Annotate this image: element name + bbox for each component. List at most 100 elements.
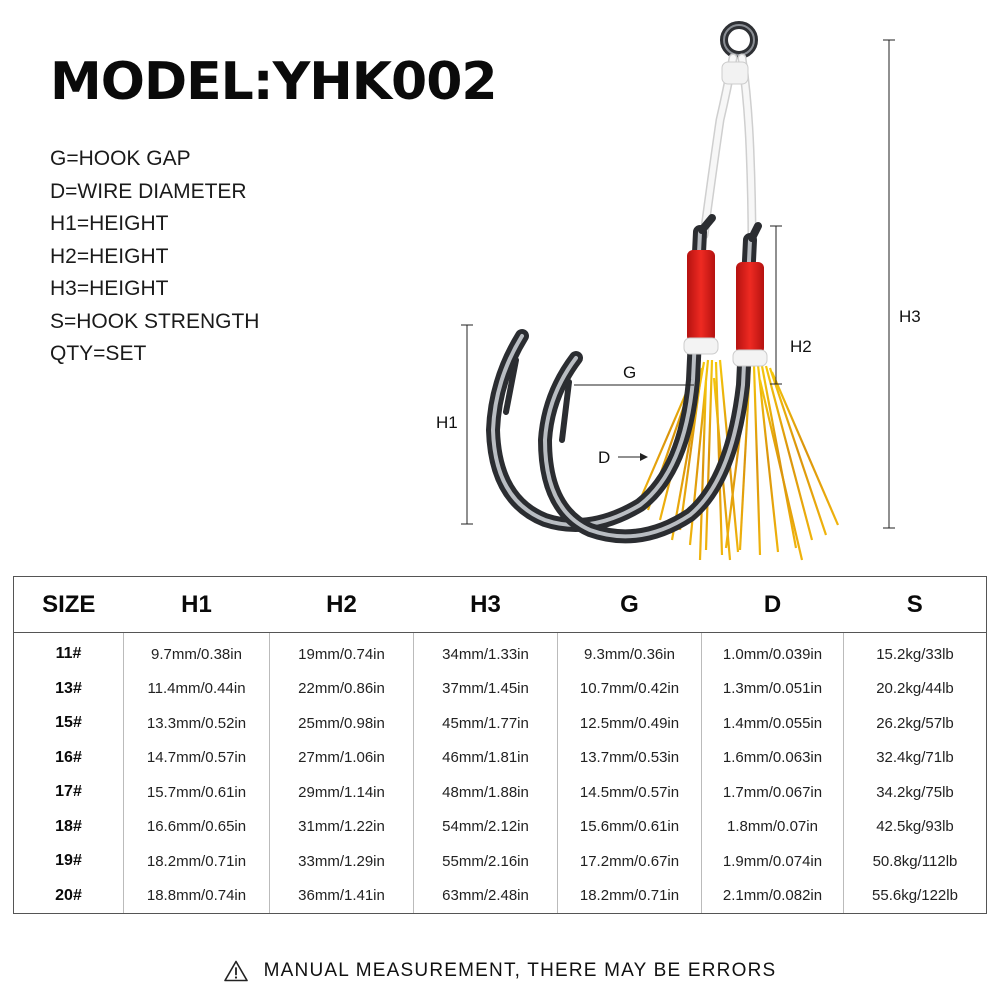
cell-g: 18.2mm/0.71in bbox=[557, 878, 702, 914]
cell-size: 16# bbox=[13, 740, 124, 775]
cell-h2: 29mm/1.14in bbox=[269, 775, 414, 810]
header-h1: H1 bbox=[123, 576, 270, 633]
cell-size: 15# bbox=[13, 706, 124, 741]
size-spec-table: SIZE H1 H2 H3 G D S 11# 9.7mm/0.38in 19m… bbox=[13, 576, 987, 914]
header-g: G bbox=[557, 576, 702, 633]
table-row: 17# 15.7mm/0.61in 29mm/1.14in 48mm/1.88i… bbox=[13, 775, 987, 810]
cell-s: 32.4kg/71lb bbox=[843, 740, 987, 775]
legend-item-qty: QTY=SET bbox=[50, 342, 147, 365]
cell-g: 13.7mm/0.53in bbox=[557, 740, 702, 775]
cell-s: 26.2kg/57lb bbox=[843, 706, 987, 741]
header-size: SIZE bbox=[13, 576, 124, 633]
cell-h2: 22mm/0.86in bbox=[269, 671, 414, 706]
cell-h3: 48mm/1.88in bbox=[413, 775, 558, 810]
cell-s: 34.2kg/75lb bbox=[843, 775, 987, 810]
h1-dimension bbox=[461, 324, 473, 525]
cell-g: 12.5mm/0.49in bbox=[557, 706, 702, 741]
h3-label: H3 bbox=[899, 307, 921, 326]
header-d: D bbox=[701, 576, 844, 633]
cell-h3: 37mm/1.45in bbox=[413, 671, 558, 706]
table-row: 16# 14.7mm/0.57in 27mm/1.06in 46mm/1.81i… bbox=[13, 740, 987, 775]
cell-h1: 13.3mm/0.52in bbox=[123, 706, 270, 741]
cell-size: 17# bbox=[13, 775, 124, 810]
h3-dimension bbox=[883, 39, 895, 529]
h2-label: H2 bbox=[790, 337, 812, 356]
cell-h2: 36mm/1.41in bbox=[269, 878, 414, 914]
cell-d: 1.4mm/0.055in bbox=[701, 706, 844, 741]
legend-item-s: S=HOOK STRENGTH bbox=[50, 309, 260, 333]
cell-h1: 11.4mm/0.44in bbox=[123, 671, 270, 706]
header-h2: H2 bbox=[269, 576, 414, 633]
cell-d: 1.8mm/0.07in bbox=[701, 809, 844, 844]
cell-d: 1.7mm/0.067in bbox=[701, 775, 844, 810]
cell-size: 18# bbox=[13, 809, 124, 844]
header-s: S bbox=[843, 576, 987, 633]
cell-d: 1.6mm/0.063in bbox=[701, 740, 844, 775]
cell-h3: 45mm/1.77in bbox=[413, 706, 558, 741]
cell-h2: 25mm/0.98in bbox=[269, 706, 414, 741]
cell-s: 20.2kg/44lb bbox=[843, 671, 987, 706]
legend-item-h1: H1=HEIGHT bbox=[50, 212, 169, 235]
cell-g: 9.3mm/0.36in bbox=[557, 632, 702, 672]
table-row: 15# 13.3mm/0.52in 25mm/0.98in 45mm/1.77i… bbox=[13, 706, 987, 741]
cell-size: 11# bbox=[13, 632, 124, 672]
cell-size: 19# bbox=[13, 844, 124, 879]
model-title: MODEL:YHK002 bbox=[50, 52, 498, 112]
cell-d: 2.1mm/0.082in bbox=[701, 878, 844, 914]
cell-d: 1.3mm/0.051in bbox=[701, 671, 844, 706]
table-row: 20# 18.8mm/0.74in 36mm/1.41in 63mm/2.48i… bbox=[13, 878, 987, 914]
assist-line-icon bbox=[699, 53, 757, 250]
cell-h1: 14.7mm/0.57in bbox=[123, 740, 270, 775]
legend-list: G=HOOK GAP D=WIRE DIAMETER H1=HEIGHT H2=… bbox=[50, 143, 259, 371]
cell-h2: 27mm/1.06in bbox=[269, 740, 414, 775]
solid-ring-icon bbox=[720, 21, 758, 59]
cell-h2: 19mm/0.74in bbox=[269, 632, 414, 672]
table-header-row: SIZE H1 H2 H3 G D S bbox=[13, 576, 987, 633]
cell-h1: 15.7mm/0.61in bbox=[123, 775, 270, 810]
cell-h2: 33mm/1.29in bbox=[269, 844, 414, 879]
disclaimer-text: MANUAL MEASUREMENT, THERE MAY BE ERRORS bbox=[263, 960, 777, 981]
legend-item-d: D=WIRE DIAMETER bbox=[50, 179, 247, 203]
h2-dimension bbox=[770, 225, 782, 385]
cell-g: 15.6mm/0.61in bbox=[557, 809, 702, 844]
cell-size: 13# bbox=[13, 671, 124, 706]
cell-s: 15.2kg/33lb bbox=[843, 632, 987, 672]
thread-wrap-icon bbox=[683, 250, 768, 367]
warning-icon bbox=[223, 960, 248, 982]
legend-item-h2: H2=HEIGHT bbox=[50, 244, 169, 268]
cell-s: 42.5kg/93lb bbox=[843, 809, 987, 844]
hook-icon bbox=[485, 225, 757, 544]
cell-g: 17.2mm/0.67in bbox=[557, 844, 702, 879]
cell-d: 1.9mm/0.074in bbox=[701, 844, 844, 879]
cell-g: 10.7mm/0.42in bbox=[557, 671, 702, 706]
cell-h1: 18.2mm/0.71in bbox=[123, 844, 270, 879]
cell-h3: 63mm/2.48in bbox=[413, 878, 558, 914]
table-row: 18# 16.6mm/0.65in 31mm/1.22in 54mm/2.12i… bbox=[13, 809, 987, 844]
g-label: G bbox=[623, 363, 636, 382]
cell-h3: 55mm/2.16in bbox=[413, 844, 558, 879]
measurement-disclaimer: MANUAL MEASUREMENT, THERE MAY BE ERRORS bbox=[0, 958, 1000, 984]
table-row: 11# 9.7mm/0.38in 19mm/0.74in 34mm/1.33in… bbox=[13, 632, 987, 672]
cell-g: 14.5mm/0.57in bbox=[557, 775, 702, 810]
cell-s: 55.6kg/122lb bbox=[843, 878, 987, 914]
cell-h3: 54mm/2.12in bbox=[413, 809, 558, 844]
legend-item-h3: H3=HEIGHT bbox=[50, 277, 169, 300]
h1-label: H1 bbox=[436, 413, 458, 432]
legend-item-g: G=HOOK GAP bbox=[50, 147, 191, 170]
cell-h1: 9.7mm/0.38in bbox=[123, 632, 270, 672]
cell-h2: 31mm/1.22in bbox=[269, 809, 414, 844]
table-row: 13# 11.4mm/0.44in 22mm/0.86in 37mm/1.45i… bbox=[13, 671, 987, 706]
cell-h1: 18.8mm/0.74in bbox=[123, 878, 270, 914]
cell-h3: 34mm/1.33in bbox=[413, 632, 558, 672]
hook-diagram: H1 H2 H3 G D bbox=[436, 21, 921, 561]
header-h3: H3 bbox=[413, 576, 558, 633]
d-label: D bbox=[598, 448, 610, 467]
cell-d: 1.0mm/0.039in bbox=[701, 632, 844, 672]
cell-h3: 46mm/1.81in bbox=[413, 740, 558, 775]
hook-eye-icon bbox=[698, 214, 762, 242]
table-row: 19# 18.2mm/0.71in 33mm/1.29in 55mm/2.16i… bbox=[13, 844, 987, 879]
cell-h1: 16.6mm/0.65in bbox=[123, 809, 270, 844]
d-pointer-arrow bbox=[618, 453, 648, 461]
cell-size: 20# bbox=[13, 878, 124, 914]
cell-s: 50.8kg/112lb bbox=[843, 844, 987, 879]
